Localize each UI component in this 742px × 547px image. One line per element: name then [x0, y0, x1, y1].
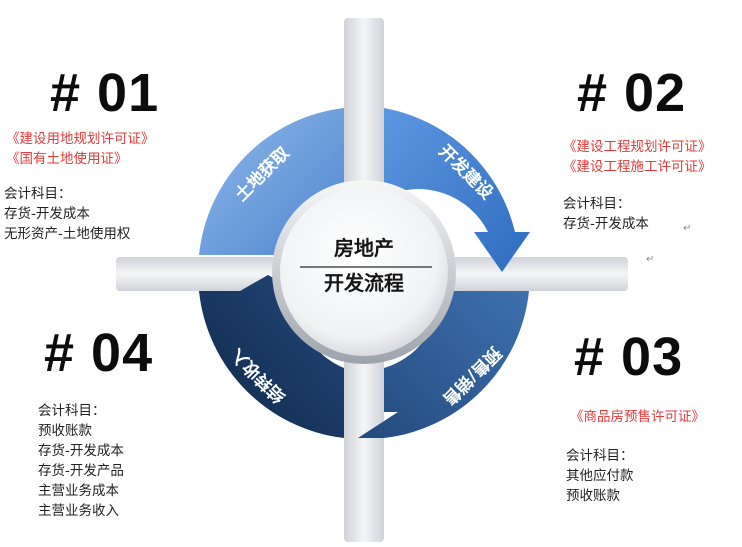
account-item: 存货-开发成本: [4, 206, 90, 222]
account-item: 无形资产-土地使用权: [4, 226, 131, 242]
section-01-permits: 《建设用地规划许可证》 《国有土地使用证》: [6, 129, 155, 169]
permit-text: 《商品房预售许可证》: [570, 409, 705, 425]
permit-text: 《国有土地使用证》: [6, 151, 128, 167]
section-number-01: # 01: [50, 63, 160, 123]
account-item: 存货-开发产品: [38, 463, 124, 479]
center-title-line1: 房地产: [334, 236, 394, 260]
accounts-title: 会计科目：: [4, 186, 72, 202]
section-number-02: # 02: [577, 63, 687, 123]
accounts-title: 会计科目：: [566, 448, 634, 464]
permit-text: 《建设用地规划许可证》: [6, 131, 155, 147]
section-03-permits: 《商品房预售许可证》: [570, 407, 705, 427]
accounts-title: 会计科目：: [563, 196, 631, 212]
ring-segment-build: [384, 108, 530, 272]
section-03-accounts: 会计科目： 其他应付款 预收账款: [566, 446, 634, 506]
section-number-04: # 04: [44, 323, 154, 383]
ring-segment-presale: [358, 291, 529, 438]
account-item: 主营业务收入: [38, 503, 119, 519]
return-mark: ↵: [683, 223, 692, 234]
ring-segment-revenue: [199, 275, 344, 438]
permit-text: 《建设工程规划许可证》: [563, 139, 712, 155]
account-item: 预收账款: [566, 488, 620, 504]
section-01-accounts: 会计科目： 存货-开发成本 无形资产-土地使用权: [4, 184, 130, 244]
section-number-03: # 03: [574, 327, 684, 387]
section-02-accounts: 会计科目： 存货-开发成本: [563, 194, 649, 234]
permit-text: 《建设工程施工许可证》: [563, 159, 712, 175]
return-mark: ↵: [646, 254, 655, 265]
section-04-accounts: 会计科目： 预收账款 存货-开发成本 存货-开发产品 主营业务成本 主营业务收入: [38, 401, 124, 521]
center-title-line2: 开发流程: [324, 271, 404, 295]
section-02-permits: 《建设工程规划许可证》 《建设工程施工许可证》: [563, 137, 712, 177]
account-item: 预收账款: [38, 423, 92, 439]
account-item: 其他应付款: [566, 468, 634, 484]
account-item: 主营业务成本: [38, 483, 119, 499]
account-item: 存货-开发成本: [38, 443, 124, 459]
account-item: 存货-开发成本: [563, 216, 649, 232]
accounts-title: 会计科目：: [38, 403, 106, 419]
center-disc: [280, 188, 448, 356]
